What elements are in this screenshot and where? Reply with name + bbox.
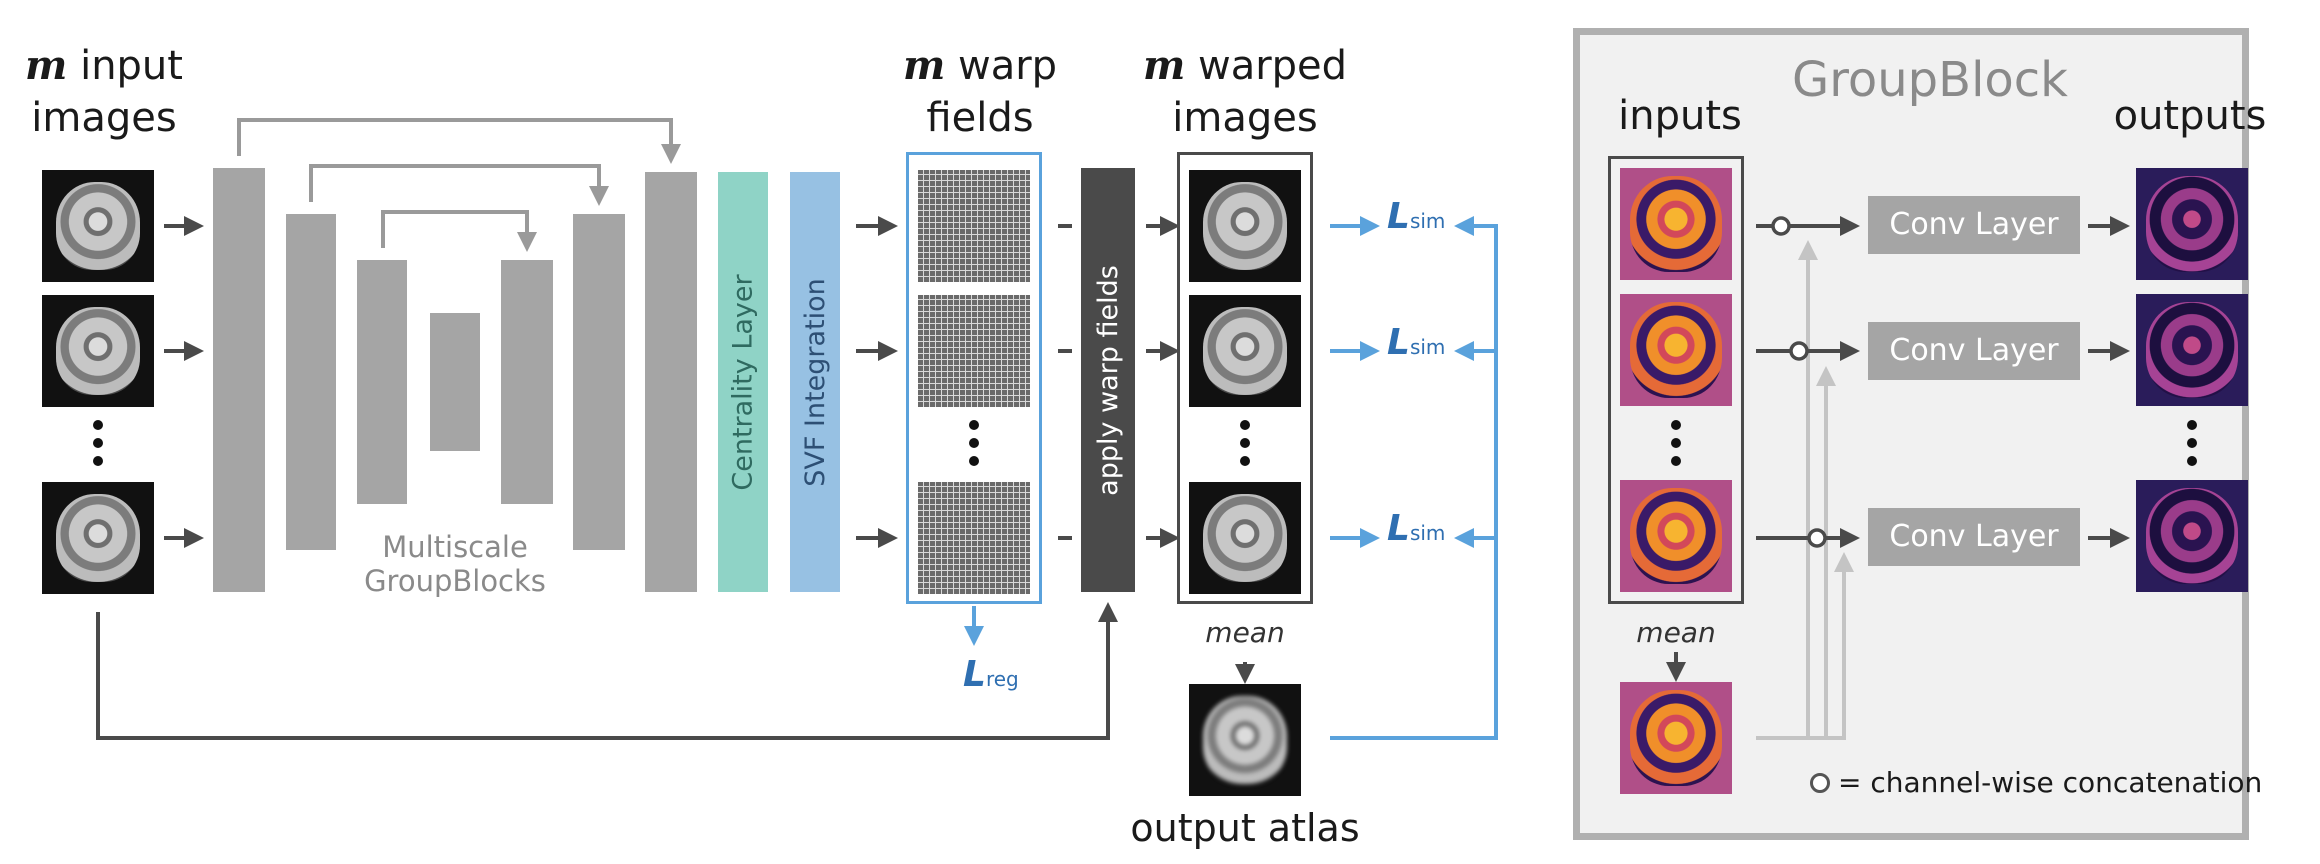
groupblock-input-ellipsis: [1669, 420, 1683, 474]
warped-images-header: m warped images: [1130, 40, 1360, 144]
input-ellipsis: [91, 420, 105, 474]
apply-warp-fields: apply warp fields: [1081, 168, 1135, 592]
groupblock-broadcast-lines: [1756, 240, 1854, 740]
groupblock-output-m: [2136, 480, 2248, 592]
loss-sim-m: Lsim: [1387, 508, 1445, 549]
groupblock-inputs-box: [1608, 156, 1744, 604]
loss-reg-symbol: L: [963, 654, 986, 695]
warp-header-line2: fields: [926, 95, 1034, 141]
loss-sim-1-symbol: L: [1387, 196, 1410, 237]
conv-layer-2: Conv Layer: [1868, 322, 2080, 380]
encoder-block-2: [286, 214, 336, 550]
loss-sim-1: Lsim: [1387, 196, 1445, 237]
groupblock-mean-label: mean: [1636, 616, 1716, 649]
decoder-block-2: [573, 214, 625, 550]
conv-layer-m: Conv Layer: [1868, 508, 2080, 566]
svf-integration: SVF Integration: [790, 172, 840, 592]
loss-arrows: [964, 216, 1498, 740]
multiscale-label: Multiscale GroupBlocks: [330, 530, 580, 598]
output-atlas-label: output atlas: [1130, 806, 1360, 850]
input-images-header: m input images: [14, 40, 194, 144]
warped-ellipsis: [1238, 420, 1252, 474]
input-to-apply-line: [96, 602, 1118, 740]
input-image-2: [42, 295, 154, 407]
loss-sim-2-symbol: L: [1387, 322, 1410, 363]
encoder-block-3: [357, 260, 407, 504]
input-arrows: [164, 216, 204, 548]
warp-in-arrows: [856, 216, 1255, 684]
concat-legend-icon: [1810, 773, 1830, 793]
input-header-line2: images: [31, 95, 177, 141]
groupblock-output-ellipsis: [2185, 420, 2199, 474]
loss-sim-2-sub: sim: [1409, 335, 1446, 359]
groupblock-flow-arrows: [1756, 216, 2130, 548]
mean-label: mean: [1205, 616, 1285, 649]
groupblock-mean-image: [1620, 682, 1732, 794]
warped-m-var: m: [1142, 42, 1186, 89]
loss-sim-m-sub: sim: [1409, 521, 1446, 545]
skip-connections: [237, 118, 681, 252]
concat-legend-text: = channel-wise concatenation: [1838, 766, 2263, 799]
warped-image-1: [1189, 170, 1301, 282]
groupblock-output-1: [2136, 168, 2248, 280]
groupblock-output-2: [2136, 294, 2248, 406]
loss-sim-1-sub: sim: [1409, 209, 1446, 233]
centrality-layer: Centrality Layer: [718, 172, 768, 592]
warp-ellipsis: [967, 420, 981, 474]
multiscale-line1: Multiscale: [382, 530, 528, 564]
decoder-block-1: [645, 172, 697, 592]
warp-fields-header: m warp fields: [880, 40, 1080, 144]
input-m-var: m: [25, 42, 68, 89]
loss-sim-m-symbol: L: [1387, 508, 1410, 549]
input-image-m: [42, 482, 154, 594]
warp-field-m: [918, 482, 1030, 594]
groupblock-outputs-label: outputs: [2113, 93, 2267, 139]
decoder-block-3: [501, 260, 553, 504]
loss-reg: Lreg: [963, 654, 1019, 695]
bottleneck-block: [430, 313, 480, 451]
warped-image-2: [1189, 295, 1301, 407]
warp-field-1: [918, 170, 1030, 282]
warped-image-m: [1189, 482, 1301, 594]
groupblock-title: GroupBlock: [1792, 52, 2068, 108]
warp-m-var: m: [902, 42, 946, 89]
warped-header-line2: images: [1172, 95, 1318, 141]
warped-images-box: [1177, 152, 1313, 604]
input-header-text: input: [67, 43, 183, 89]
groupblock-input-2: [1620, 294, 1732, 406]
multiscale-line2: GroupBlocks: [364, 564, 546, 598]
loss-reg-sub: reg: [985, 667, 1019, 691]
groupblock-input-1: [1620, 168, 1732, 280]
output-atlas-image: [1189, 684, 1301, 796]
input-image-1: [42, 170, 154, 282]
conv-layer-1: Conv Layer: [1868, 196, 2080, 254]
warp-header-text: warp: [945, 43, 1058, 89]
loss-sim-2: Lsim: [1387, 322, 1445, 363]
groupblock-input-m: [1620, 480, 1732, 592]
warped-header-text: warped: [1185, 43, 1348, 89]
encoder-block-1: [213, 168, 265, 592]
warp-fields-box: [906, 152, 1042, 604]
concat-circles: [1771, 216, 1827, 548]
concat-legend: = channel-wise concatenation: [1810, 766, 2262, 800]
warp-field-2: [918, 295, 1030, 407]
groupblock-inputs-label: inputs: [1618, 93, 1742, 139]
